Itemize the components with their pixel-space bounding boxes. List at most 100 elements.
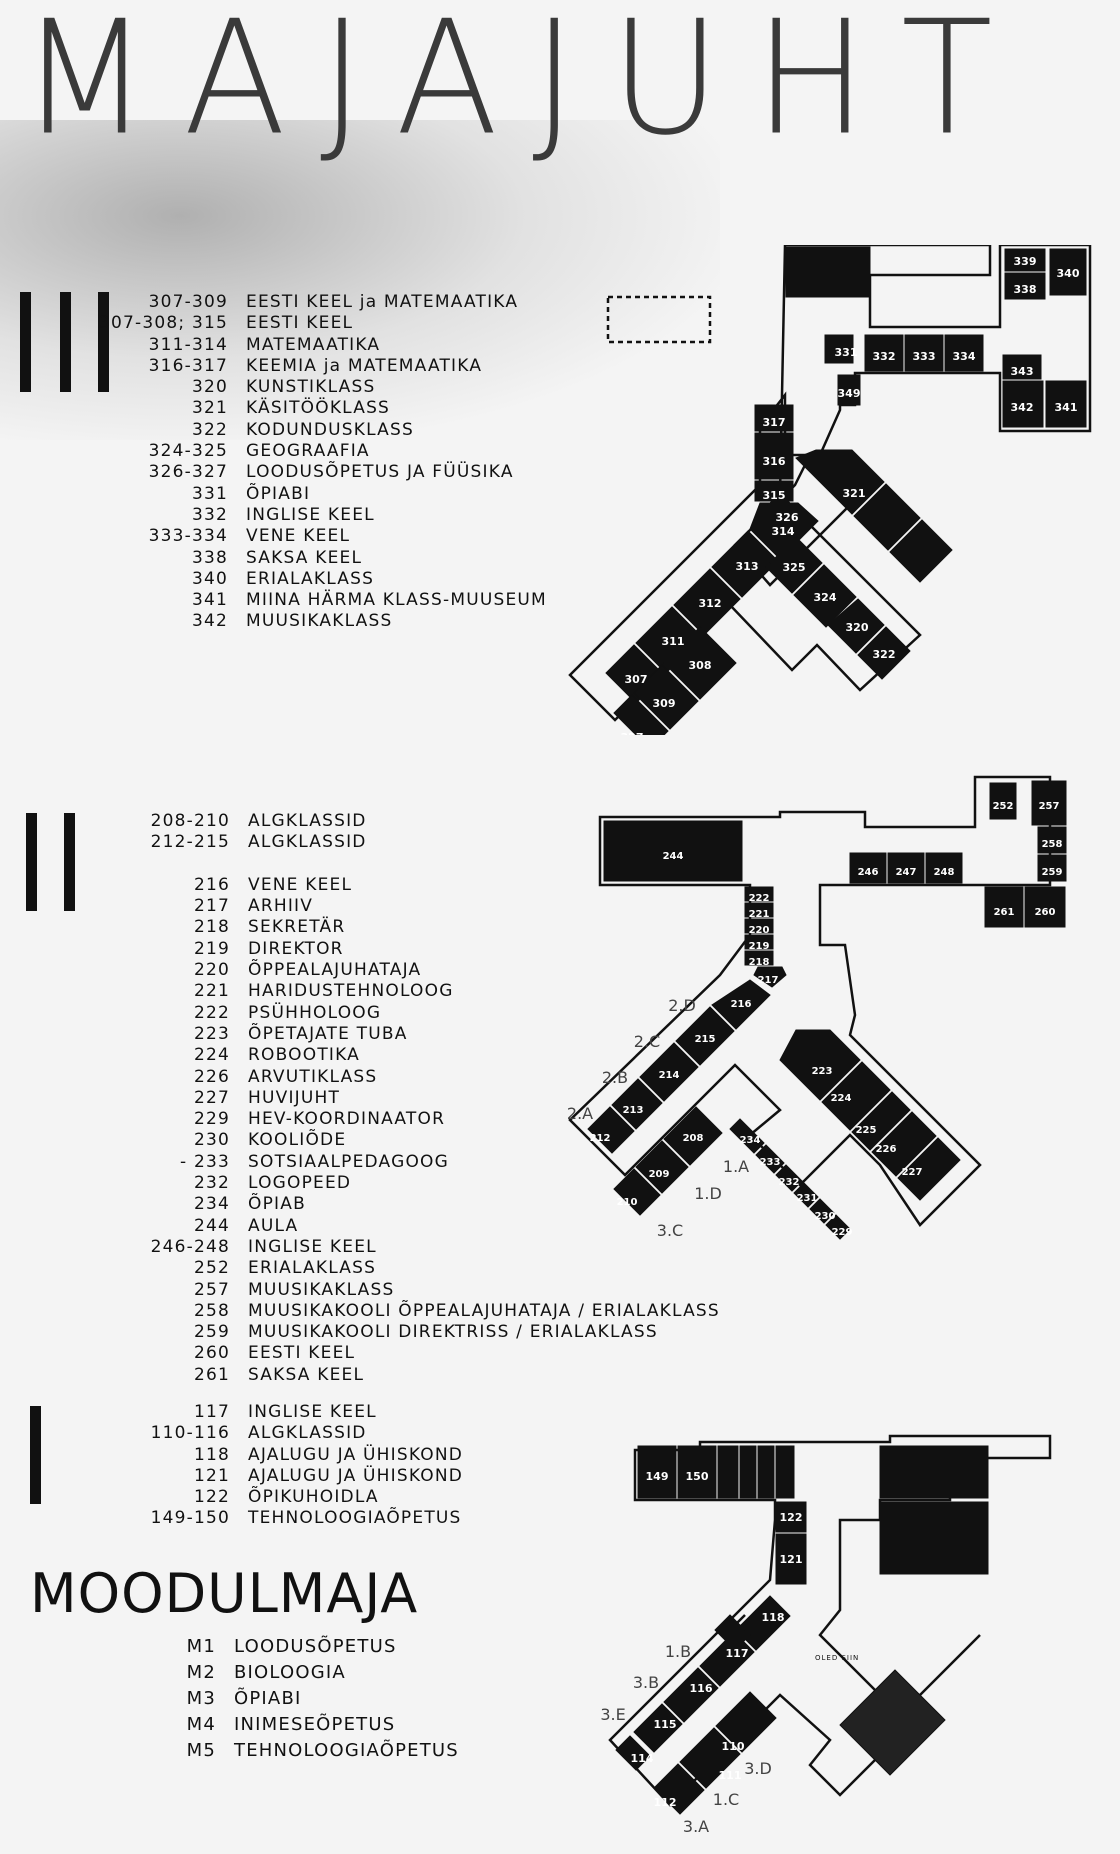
room-name: ARVUTIKLASS bbox=[248, 1066, 378, 1087]
room-name: INIMESEÕPETUS bbox=[234, 1714, 396, 1735]
room-number: 340 bbox=[191, 568, 228, 589]
room-name: KODUNDUSKLASS bbox=[246, 419, 414, 440]
room-name: VENE KEEL bbox=[248, 874, 353, 895]
room-name: LOODUSÕPETUS JA FÜÜSIKA bbox=[246, 462, 514, 483]
room-name: HUVIJUHT bbox=[248, 1087, 341, 1108]
exit-label: 1.B bbox=[665, 1642, 691, 1661]
room-number: 229 bbox=[193, 1109, 230, 1130]
room-label: 248 bbox=[934, 867, 955, 878]
room-number: 333-334 bbox=[148, 526, 228, 547]
room-number: 118 bbox=[193, 1444, 230, 1465]
room-name: ALGKLASSID bbox=[248, 811, 367, 831]
room-number: 234 bbox=[193, 1194, 230, 1215]
room-label: 117 bbox=[726, 1647, 749, 1660]
room-name: SAKSA KEEL bbox=[248, 1364, 365, 1385]
room-number: 122 bbox=[193, 1487, 230, 1508]
room-name: SAKSA KEEL bbox=[246, 547, 363, 568]
room-name: EESTI KEEL bbox=[248, 1343, 356, 1364]
room-number: 218 bbox=[193, 917, 230, 938]
room-number: 260 bbox=[193, 1343, 230, 1364]
room-name: SOTSIAALPEDAGOOG bbox=[248, 1151, 449, 1172]
room-number: 252 bbox=[193, 1258, 230, 1279]
room-label: 320 bbox=[846, 621, 869, 634]
room-label: 115 bbox=[654, 1718, 677, 1731]
room-label: 209 bbox=[649, 1169, 670, 1180]
room-name: BIOLOOGIA bbox=[234, 1662, 346, 1683]
exit-label: 1.C bbox=[713, 1790, 739, 1809]
room-number: 216 bbox=[193, 874, 230, 895]
room-label: 312 bbox=[699, 597, 722, 610]
room-label: 230 bbox=[815, 1211, 836, 1222]
room-number: 244 bbox=[193, 1215, 230, 1236]
room-label: 340 bbox=[1057, 267, 1080, 280]
room-name: AJALUGU JA ÜHISKOND bbox=[248, 1444, 464, 1465]
exit-label: 2.D bbox=[668, 996, 696, 1015]
room-label: 231 bbox=[797, 1193, 818, 1204]
room-label: 333 bbox=[913, 350, 936, 363]
room-label: 339 bbox=[1014, 255, 1037, 268]
room-label: 149 bbox=[646, 1470, 669, 1483]
room-label: 122 bbox=[780, 1511, 803, 1524]
room-number: 342 bbox=[191, 611, 228, 632]
room-number: 338 bbox=[191, 547, 228, 568]
room-number: 208-210 bbox=[150, 811, 230, 831]
room-name: HARIDUSTEHNOLOOG bbox=[248, 981, 454, 1002]
room-number: 221 bbox=[193, 981, 230, 1002]
room-label: 212 bbox=[590, 1133, 611, 1144]
room-name: DIREKTOR bbox=[248, 938, 344, 959]
room-name: ERIALAKLASS bbox=[248, 1258, 377, 1279]
room-name: ERIALAKLASS bbox=[246, 568, 375, 589]
room-number: 227 bbox=[193, 1087, 230, 1108]
room-label: 315 bbox=[763, 489, 786, 502]
room-number: 232 bbox=[193, 1173, 230, 1194]
room-label: 118 bbox=[762, 1611, 785, 1624]
room-name: MUUSIKAKLASS bbox=[246, 611, 393, 632]
room-name: ÕPETAJATE TUBA bbox=[248, 1023, 408, 1044]
room-number: 324-325 bbox=[148, 441, 228, 462]
room-label: 214 bbox=[659, 1070, 680, 1081]
room-number: 331 bbox=[191, 483, 228, 504]
room-number: 121 bbox=[193, 1465, 230, 1486]
room-number: 230 bbox=[193, 1130, 230, 1151]
room-name: MUUSIKAKOOLI DIREKTRISS / ERIALAKLASS bbox=[248, 1322, 658, 1343]
room-number: M1 bbox=[186, 1636, 216, 1657]
room-name: INGLISE KEEL bbox=[246, 504, 375, 525]
room-number: 222 bbox=[193, 1002, 230, 1023]
room-number: 212-215 bbox=[150, 832, 230, 853]
room-name: LOGOPEED bbox=[248, 1173, 352, 1194]
exit-label: 2.B bbox=[602, 1068, 628, 1087]
room-name: AJALUGU JA ÜHISKOND bbox=[248, 1465, 464, 1486]
room-name: EESTI KEEL ja MATEMAATIKA bbox=[246, 292, 519, 312]
room-label: 213 bbox=[623, 1105, 644, 1116]
room-label: 222 bbox=[749, 893, 770, 904]
exit-label: 2.C bbox=[634, 1032, 660, 1051]
room-number: 226 bbox=[193, 1066, 230, 1087]
room-label: 246 bbox=[858, 867, 879, 878]
room-name: TEHNOLOOGIAÕPETUS bbox=[248, 1508, 462, 1529]
room-name: PSÜHHOLOOG bbox=[248, 1002, 382, 1023]
room-label: 261 bbox=[994, 907, 1015, 918]
room-label: 227 bbox=[902, 1167, 923, 1178]
room-label: 221 bbox=[749, 909, 770, 920]
room-label: 349 bbox=[838, 387, 861, 400]
room-label: 334 bbox=[953, 350, 976, 363]
room-name: LOODUSÕPETUS bbox=[234, 1636, 397, 1657]
room-label: 121 bbox=[780, 1553, 803, 1566]
room-name: ÕPIABI bbox=[246, 483, 311, 504]
room-name: KÄSITÖÖKLASS bbox=[246, 398, 391, 419]
room-number: 258 bbox=[193, 1300, 230, 1321]
room-name: ÕPIABI bbox=[234, 1688, 302, 1709]
room-label: 259 bbox=[1042, 867, 1063, 878]
room-name: ALGKLASSID bbox=[248, 832, 367, 853]
room-label: 225 bbox=[856, 1125, 877, 1136]
room-number: 322 bbox=[191, 419, 228, 440]
room-label: 233 bbox=[760, 1157, 781, 1168]
room-label: 342 bbox=[1011, 401, 1034, 414]
room-number: 220 bbox=[193, 960, 230, 981]
room-label: 229 bbox=[832, 1227, 853, 1238]
exit-label: 3.B bbox=[633, 1673, 659, 1692]
room-label: 111 bbox=[719, 1769, 742, 1782]
exit-label: 2.A bbox=[567, 1104, 593, 1123]
